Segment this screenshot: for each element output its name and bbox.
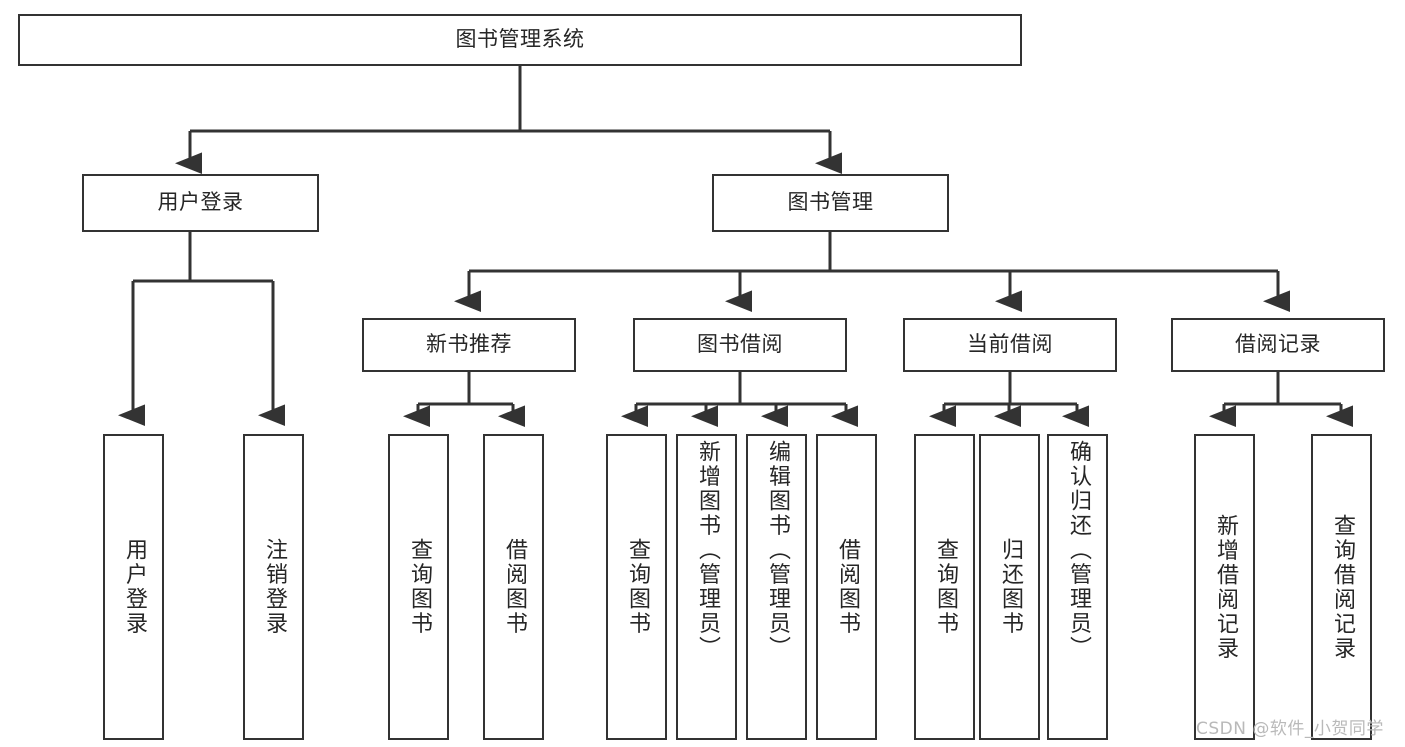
node-book-management[interactable]: 图书管理 (712, 174, 949, 232)
node-borrow-records[interactable]: 借阅记录 (1171, 318, 1385, 372)
node-leaf-confirm-return-admin[interactable]: 确认归还（管理员） (1047, 434, 1108, 740)
node-leaf-borrow-book-recommend-label: 借阅图书 (501, 538, 527, 636)
node-leaf-add-book-admin-label: 新增图书（管理员） (694, 440, 720, 661)
node-leaf-query-book-current-label: 查询图书 (932, 538, 958, 636)
node-book-borrow[interactable]: 图书借阅 (633, 318, 847, 372)
node-leaf-user-login[interactable]: 用户登录 (103, 434, 164, 740)
node-borrow-records-label: 借阅记录 (1235, 332, 1321, 357)
node-book-management-label: 图书管理 (787, 190, 874, 215)
node-user-login[interactable]: 用户登录 (82, 174, 319, 232)
node-leaf-add-borrow-record[interactable]: 新增借阅记录 (1194, 434, 1255, 740)
node-leaf-query-book-borrow[interactable]: 查询图书 (606, 434, 667, 740)
node-leaf-user-login-label: 用户登录 (121, 538, 147, 636)
node-leaf-query-book-recommend[interactable]: 查询图书 (388, 434, 449, 740)
node-leaf-query-book-recommend-label: 查询图书 (406, 538, 432, 636)
node-book-borrow-label: 图书借阅 (697, 332, 783, 357)
node-leaf-query-borrow-record-label: 查询借阅记录 (1329, 513, 1355, 661)
node-leaf-borrow-book-label: 借阅图书 (834, 538, 860, 636)
node-leaf-add-book-admin[interactable]: 新增图书（管理员） (676, 434, 737, 740)
node-current-borrow-label: 当前借阅 (967, 332, 1053, 357)
node-leaf-borrow-book[interactable]: 借阅图书 (816, 434, 877, 740)
node-leaf-return-book[interactable]: 归还图书 (979, 434, 1040, 740)
node-root[interactable]: 图书管理系统 (18, 14, 1022, 66)
node-leaf-edit-book-admin[interactable]: 编辑图书（管理员） (746, 434, 807, 740)
node-leaf-query-borrow-record[interactable]: 查询借阅记录 (1311, 434, 1372, 740)
node-user-login-label: 用户登录 (157, 190, 244, 215)
node-new-book-recommend[interactable]: 新书推荐 (362, 318, 576, 372)
node-leaf-return-book-label: 归还图书 (997, 538, 1023, 636)
node-root-label: 图书管理系统 (455, 27, 585, 52)
node-leaf-add-borrow-record-label: 新增借阅记录 (1212, 513, 1238, 661)
node-leaf-logout[interactable]: 注销登录 (243, 434, 304, 740)
node-leaf-query-book-current[interactable]: 查询图书 (914, 434, 975, 740)
node-leaf-query-book-borrow-label: 查询图书 (624, 538, 650, 636)
node-current-borrow[interactable]: 当前借阅 (903, 318, 1117, 372)
node-leaf-logout-label: 注销登录 (261, 538, 287, 636)
node-leaf-borrow-book-recommend[interactable]: 借阅图书 (483, 434, 544, 740)
node-leaf-edit-book-admin-label: 编辑图书（管理员） (764, 440, 790, 661)
node-leaf-confirm-return-admin-label: 确认归还（管理员） (1065, 440, 1091, 661)
node-new-book-recommend-label: 新书推荐 (426, 332, 512, 357)
